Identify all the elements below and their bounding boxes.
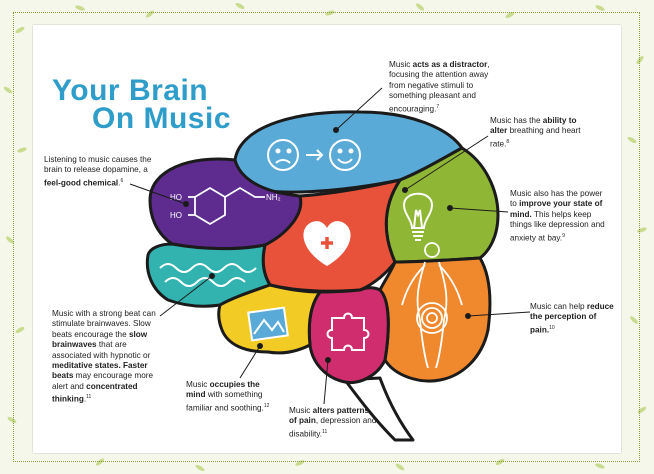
callout-state-of-mind: Music also has the power to improve your… xyxy=(510,189,605,243)
title-line-1: Your Brain xyxy=(52,74,209,107)
callout-patterns: Music alters patterns of pain, depressio… xyxy=(289,406,377,439)
dotted-border xyxy=(13,12,640,462)
arrow-right-icon xyxy=(306,149,324,161)
title-line-2: On Music xyxy=(92,102,232,135)
puzzle-icon xyxy=(326,312,370,351)
wave-icon xyxy=(159,263,257,287)
sad-face-icon xyxy=(267,139,299,171)
body-pain-icon xyxy=(401,242,463,369)
dopamine-molecule-icon xyxy=(188,186,265,226)
callout-distractor: Music acts as a distractor, focusing the… xyxy=(389,60,490,114)
callout-occupies: Music occupies the mind with something f… xyxy=(186,380,270,413)
brainstem xyxy=(343,376,415,442)
molecule-ho-top: HO xyxy=(170,193,182,202)
heart-plus-icon xyxy=(303,221,351,266)
magenta-lobe xyxy=(307,286,390,385)
orange-lobe xyxy=(378,256,492,383)
callout-breathing: Music has the ability to alter breathing… xyxy=(490,116,581,149)
molecule-nh2: NH₂ xyxy=(266,193,281,202)
callout-dopamine: Listening to music causes the brain to r… xyxy=(44,155,152,188)
picture-icon xyxy=(247,306,289,342)
callout-brainwaves: Music with a strong beat can stimulate b… xyxy=(52,309,156,404)
callout-pain: Music can help reduce the perception of … xyxy=(530,302,614,335)
lightbulb-icon xyxy=(402,192,434,241)
happy-face-icon xyxy=(329,139,361,171)
molecule-ho-bottom: HO xyxy=(170,211,182,220)
